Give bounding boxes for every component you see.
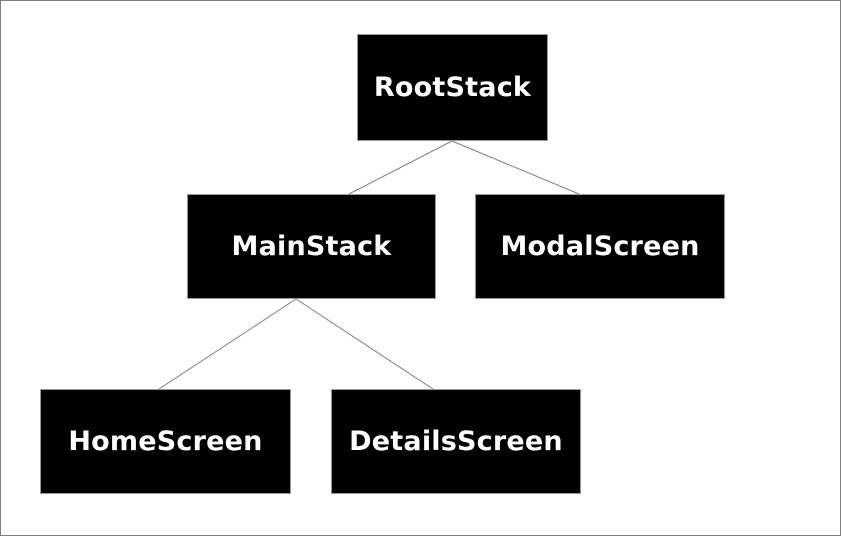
node-root-stack-label: RootStack bbox=[373, 72, 532, 103]
node-modal-screen[interactable]: ModalScreen bbox=[475, 194, 725, 299]
node-home-screen[interactable]: HomeScreen bbox=[40, 389, 291, 494]
edge-main-stack-to-home-screen bbox=[158, 298, 297, 390]
node-root-stack[interactable]: RootStack bbox=[357, 34, 548, 141]
node-home-screen-label: HomeScreen bbox=[68, 426, 263, 457]
node-modal-screen-label: ModalScreen bbox=[500, 231, 700, 262]
edge-main-stack-to-details-screen bbox=[295, 298, 434, 390]
edge-root-stack-to-modal-screen bbox=[451, 140, 580, 195]
node-main-stack-label: MainStack bbox=[231, 231, 392, 262]
node-details-screen-label: DetailsScreen bbox=[349, 426, 563, 457]
edge-root-stack-to-main-stack bbox=[348, 140, 453, 195]
node-main-stack[interactable]: MainStack bbox=[187, 194, 436, 299]
node-details-screen[interactable]: DetailsScreen bbox=[331, 389, 581, 494]
